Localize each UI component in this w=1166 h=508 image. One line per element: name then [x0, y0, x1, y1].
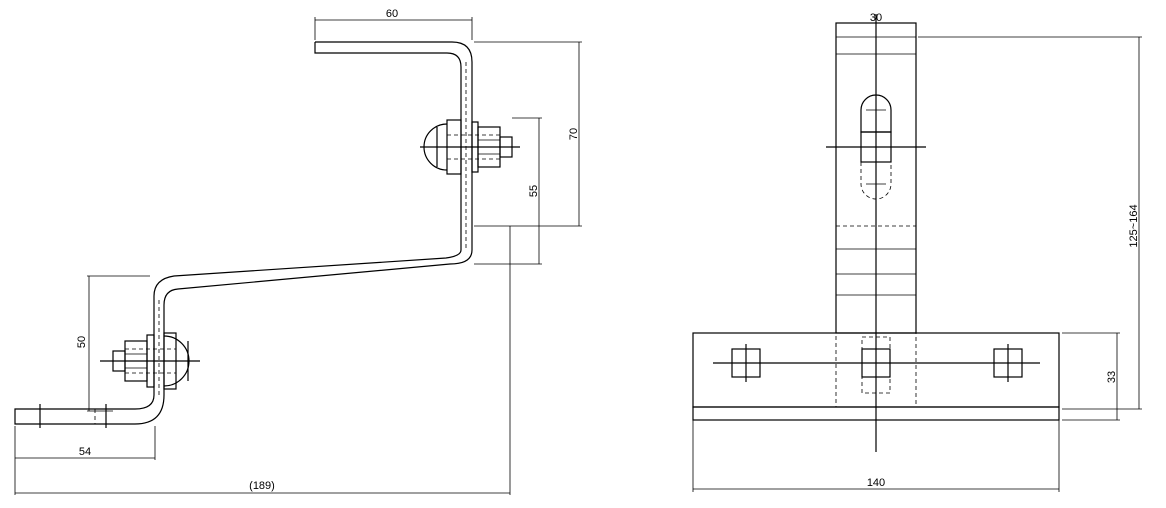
dim-base-height: 33: [1106, 371, 1118, 383]
side-dimensions: 60 70 55 50 54 (189): [14, 8, 582, 495]
dim-height-range: 125~164: [1128, 204, 1140, 247]
dim-upper-bolt: 55: [528, 185, 540, 197]
dim-lower-height: 50: [76, 336, 88, 348]
dim-top-height: 70: [568, 128, 580, 140]
dim-base-width: 140: [867, 477, 885, 489]
lower-bolt: [100, 332, 200, 390]
dim-bottom-length: 54: [79, 446, 91, 458]
dim-top-width: 60: [386, 8, 398, 20]
side-view: 60 70 55 50 54 (189): [14, 8, 582, 495]
front-dimensions: 30 125~164 33 140: [692, 12, 1142, 492]
bracket-profile: [14, 41, 473, 425]
front-view: 30 125~164 33 140: [692, 12, 1142, 492]
dim-front-top-width: 30: [870, 12, 882, 24]
upper-bolt: [420, 119, 520, 175]
dim-total-length: (189): [249, 480, 275, 492]
